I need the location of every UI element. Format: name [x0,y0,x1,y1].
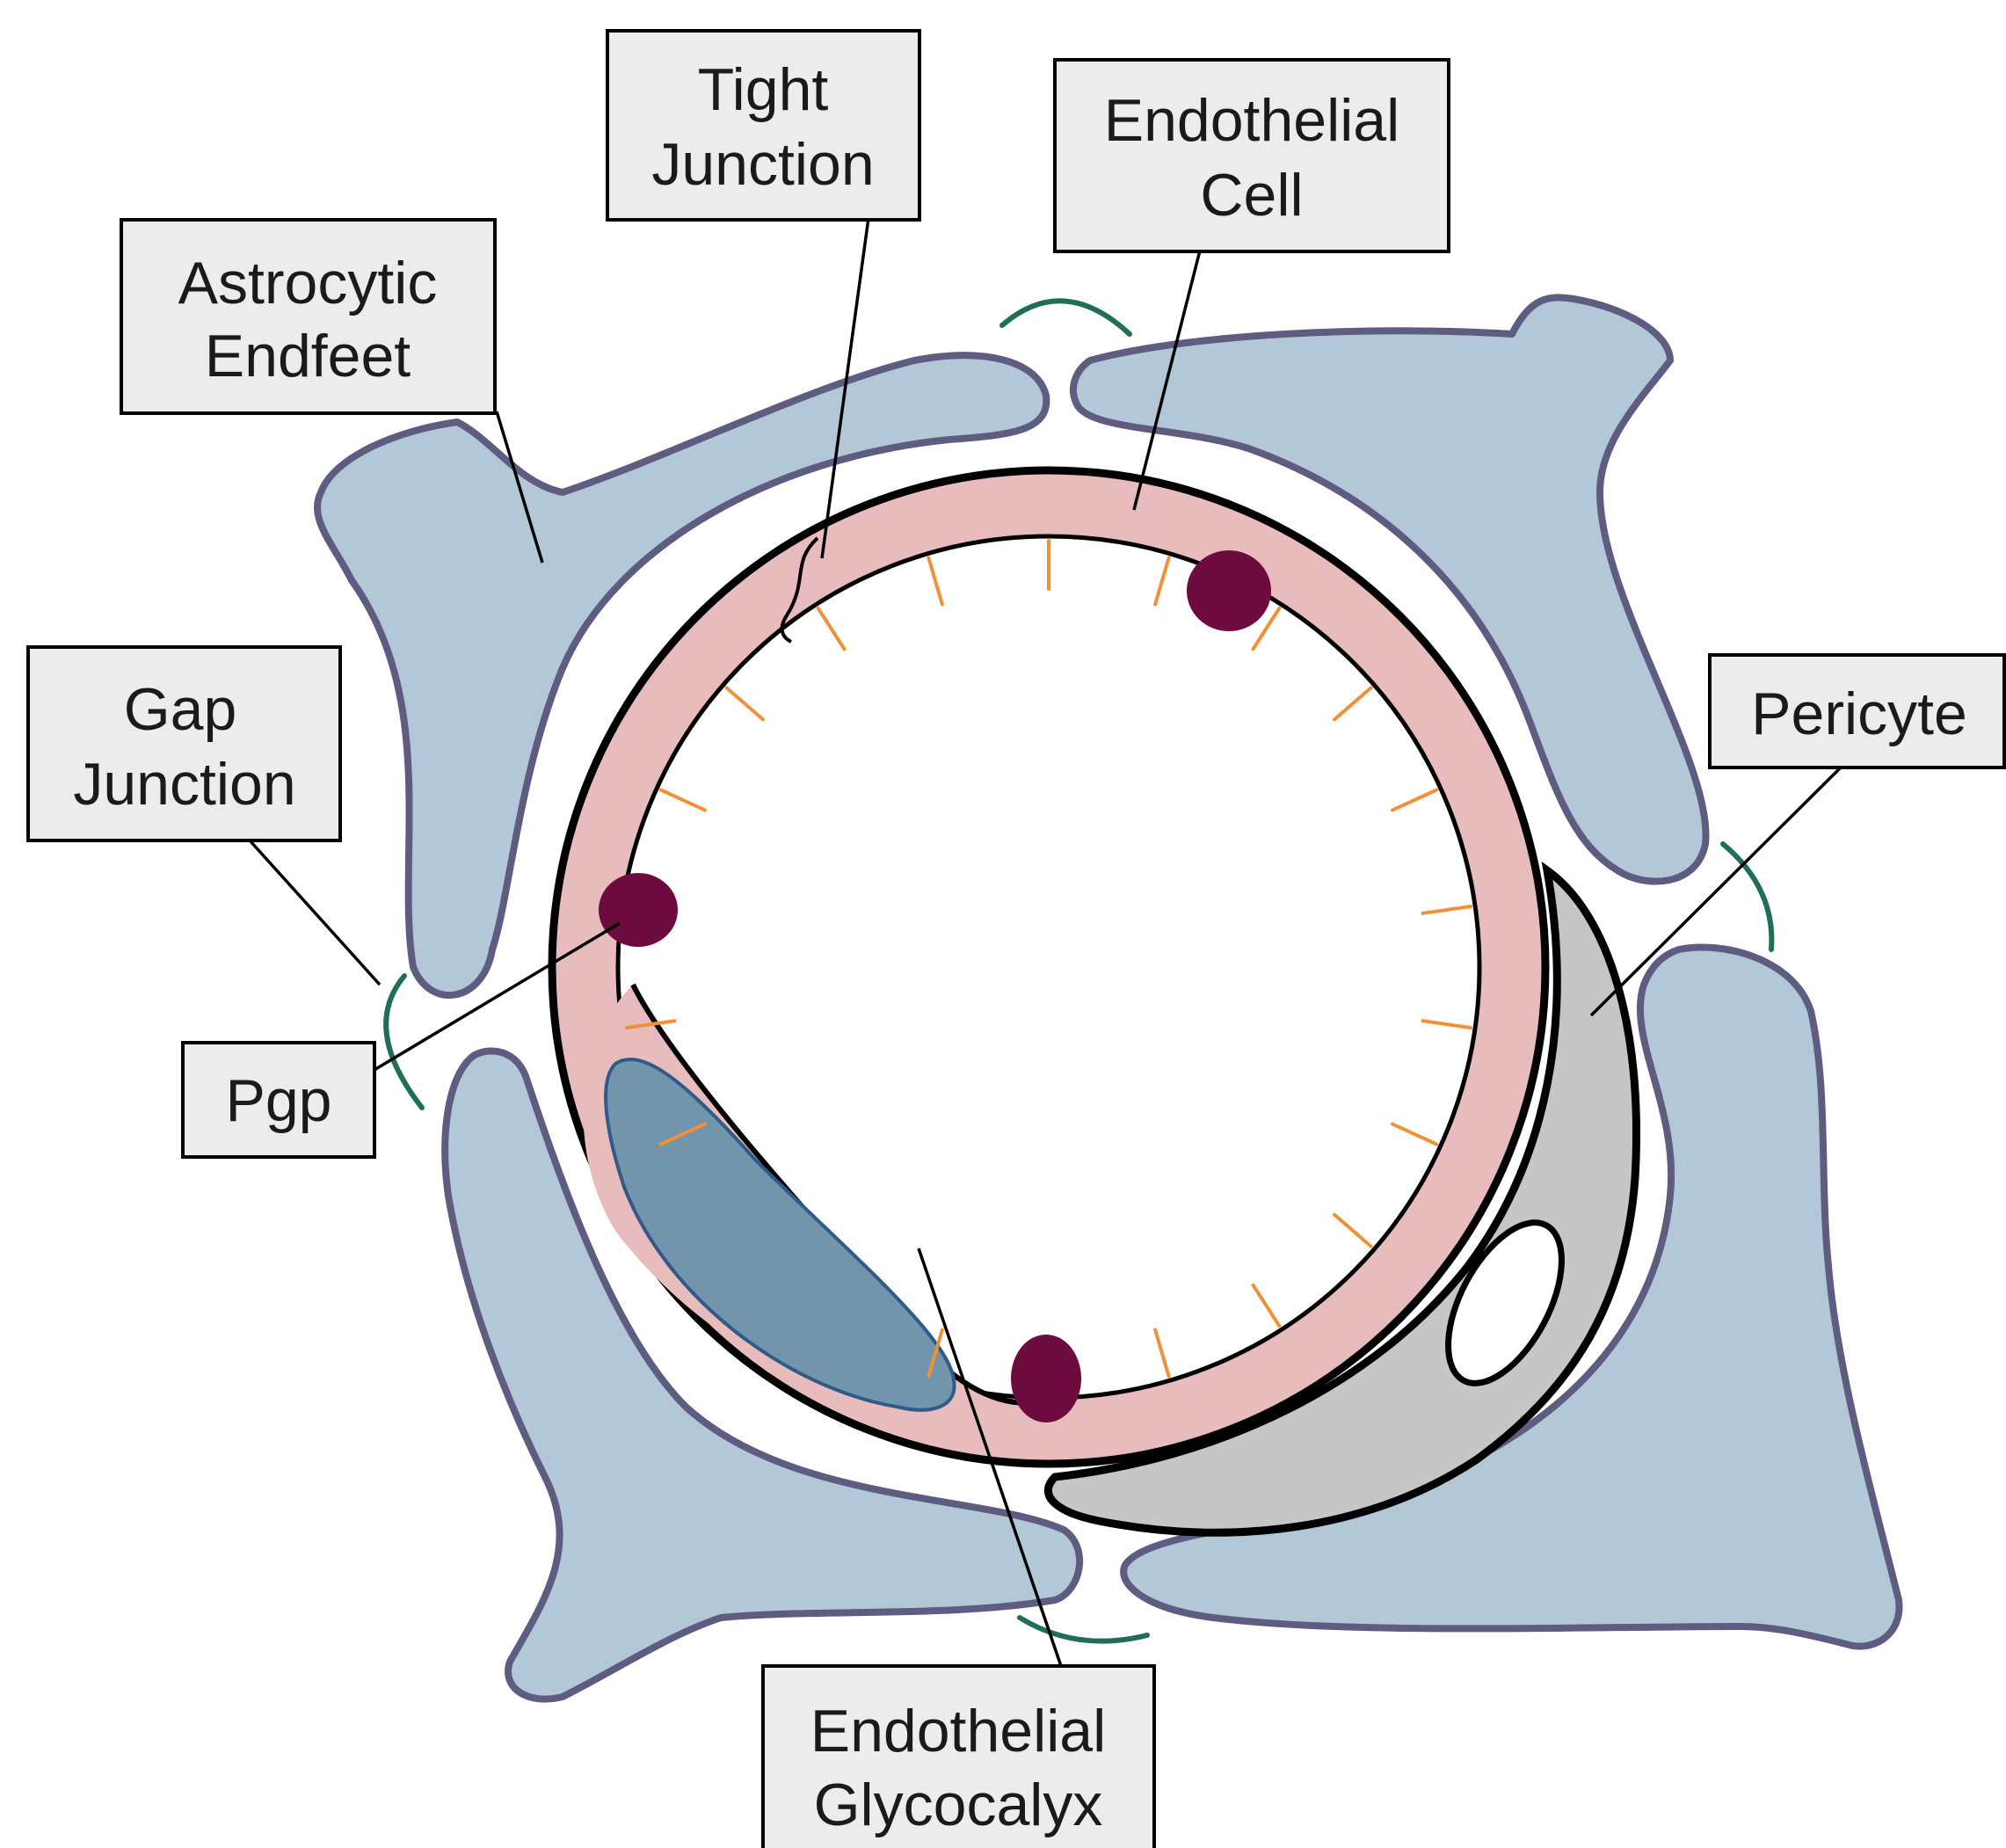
label-astrocytic-endfeet-line1: Astrocytic [178,250,438,316]
label-astrocytic-endfeet-line2: Endfeet [205,323,411,389]
label-gap-junction: Gap Junction [28,647,340,840]
label-astrocytic-endfeet: Astrocytic Endfeet [121,220,495,413]
label-gap-junction-line1: Gap [124,676,237,743]
label-tight-junction: Tight Junction [607,31,919,220]
label-tight-junction-line1: Tight [698,56,829,123]
nucleus-top-right [1187,550,1271,631]
label-endothelial-glycocalyx: Endothelial Glycocalyx [763,1666,1154,1848]
gap-junction-arc-top [1002,301,1130,334]
leader-gap-junction [251,841,380,985]
label-endothelial-glycocalyx-line1: Endothelial [810,1698,1106,1764]
nucleus-left [599,873,678,947]
label-pericyte-text: Pericyte [1751,680,1967,747]
label-endothelial-cell: Endothelial Cell [1055,60,1449,251]
gap-junction-arc-left [386,976,422,1108]
label-pericyte: Pericyte [1710,655,2004,768]
label-pgp-text: Pgp [226,1067,332,1134]
gap-junction-arc-bottom [1020,1618,1147,1641]
endothelium [552,470,1545,1464]
label-tight-junction-line2: Junction [651,131,874,198]
label-pgp: Pgp [183,1043,374,1157]
label-gap-junction-line2: Junction [73,751,295,818]
label-endothelial-cell-line1: Endothelial [1104,87,1399,154]
label-endothelial-glycocalyx-line2: Glycocalyx [814,1772,1103,1838]
nucleus-bottom [1011,1335,1081,1422]
label-endothelial-cell-line2: Cell [1200,162,1303,229]
